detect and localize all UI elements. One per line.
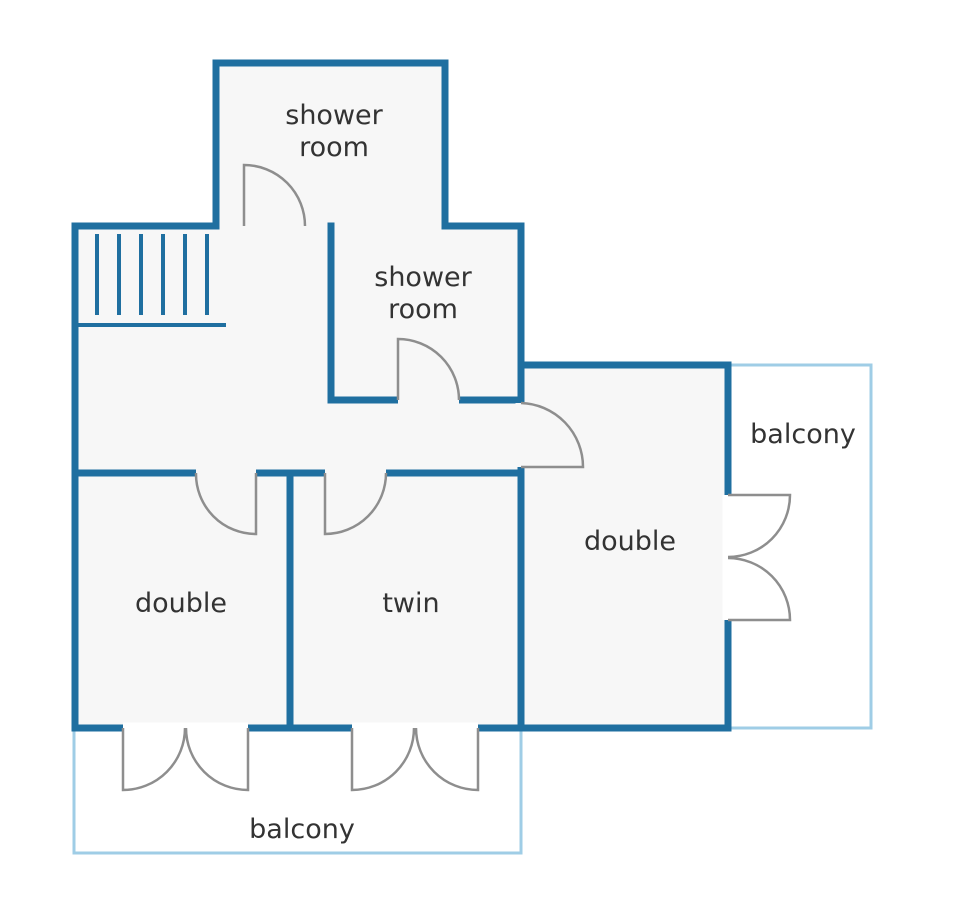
staircase-icon	[75, 234, 226, 327]
balcony-right-label: balcony	[750, 419, 856, 450]
door-icon	[396, 337, 461, 401]
door-icon	[184, 727, 250, 792]
door-icon	[323, 472, 388, 536]
balcony-right-area	[726, 363, 873, 730]
door-icon	[727, 556, 792, 622]
door-icon	[520, 401, 585, 469]
double-right-label: double	[584, 526, 676, 557]
room-floors	[75, 63, 728, 728]
door-icon	[242, 163, 307, 227]
shower-room-mid-label-line2: room	[388, 294, 458, 325]
door-icon	[727, 493, 792, 559]
twin-label: twin	[382, 588, 439, 619]
room-labels: shower room shower room double double tw…	[135, 100, 856, 845]
shower-room-top-label-line2: room	[299, 132, 369, 163]
door-icon	[350, 727, 416, 792]
shower-room-mid-label: shower	[374, 262, 472, 293]
door-icon	[121, 727, 187, 792]
balcony-bottom-label: balcony	[249, 814, 355, 845]
balcony-bottom-area	[72, 726, 523, 855]
shower-room-top-label: shower	[285, 100, 383, 131]
door-icon	[414, 727, 480, 792]
door-swings	[121, 163, 792, 792]
door-icon	[194, 472, 258, 536]
double-left-label: double	[135, 588, 227, 619]
